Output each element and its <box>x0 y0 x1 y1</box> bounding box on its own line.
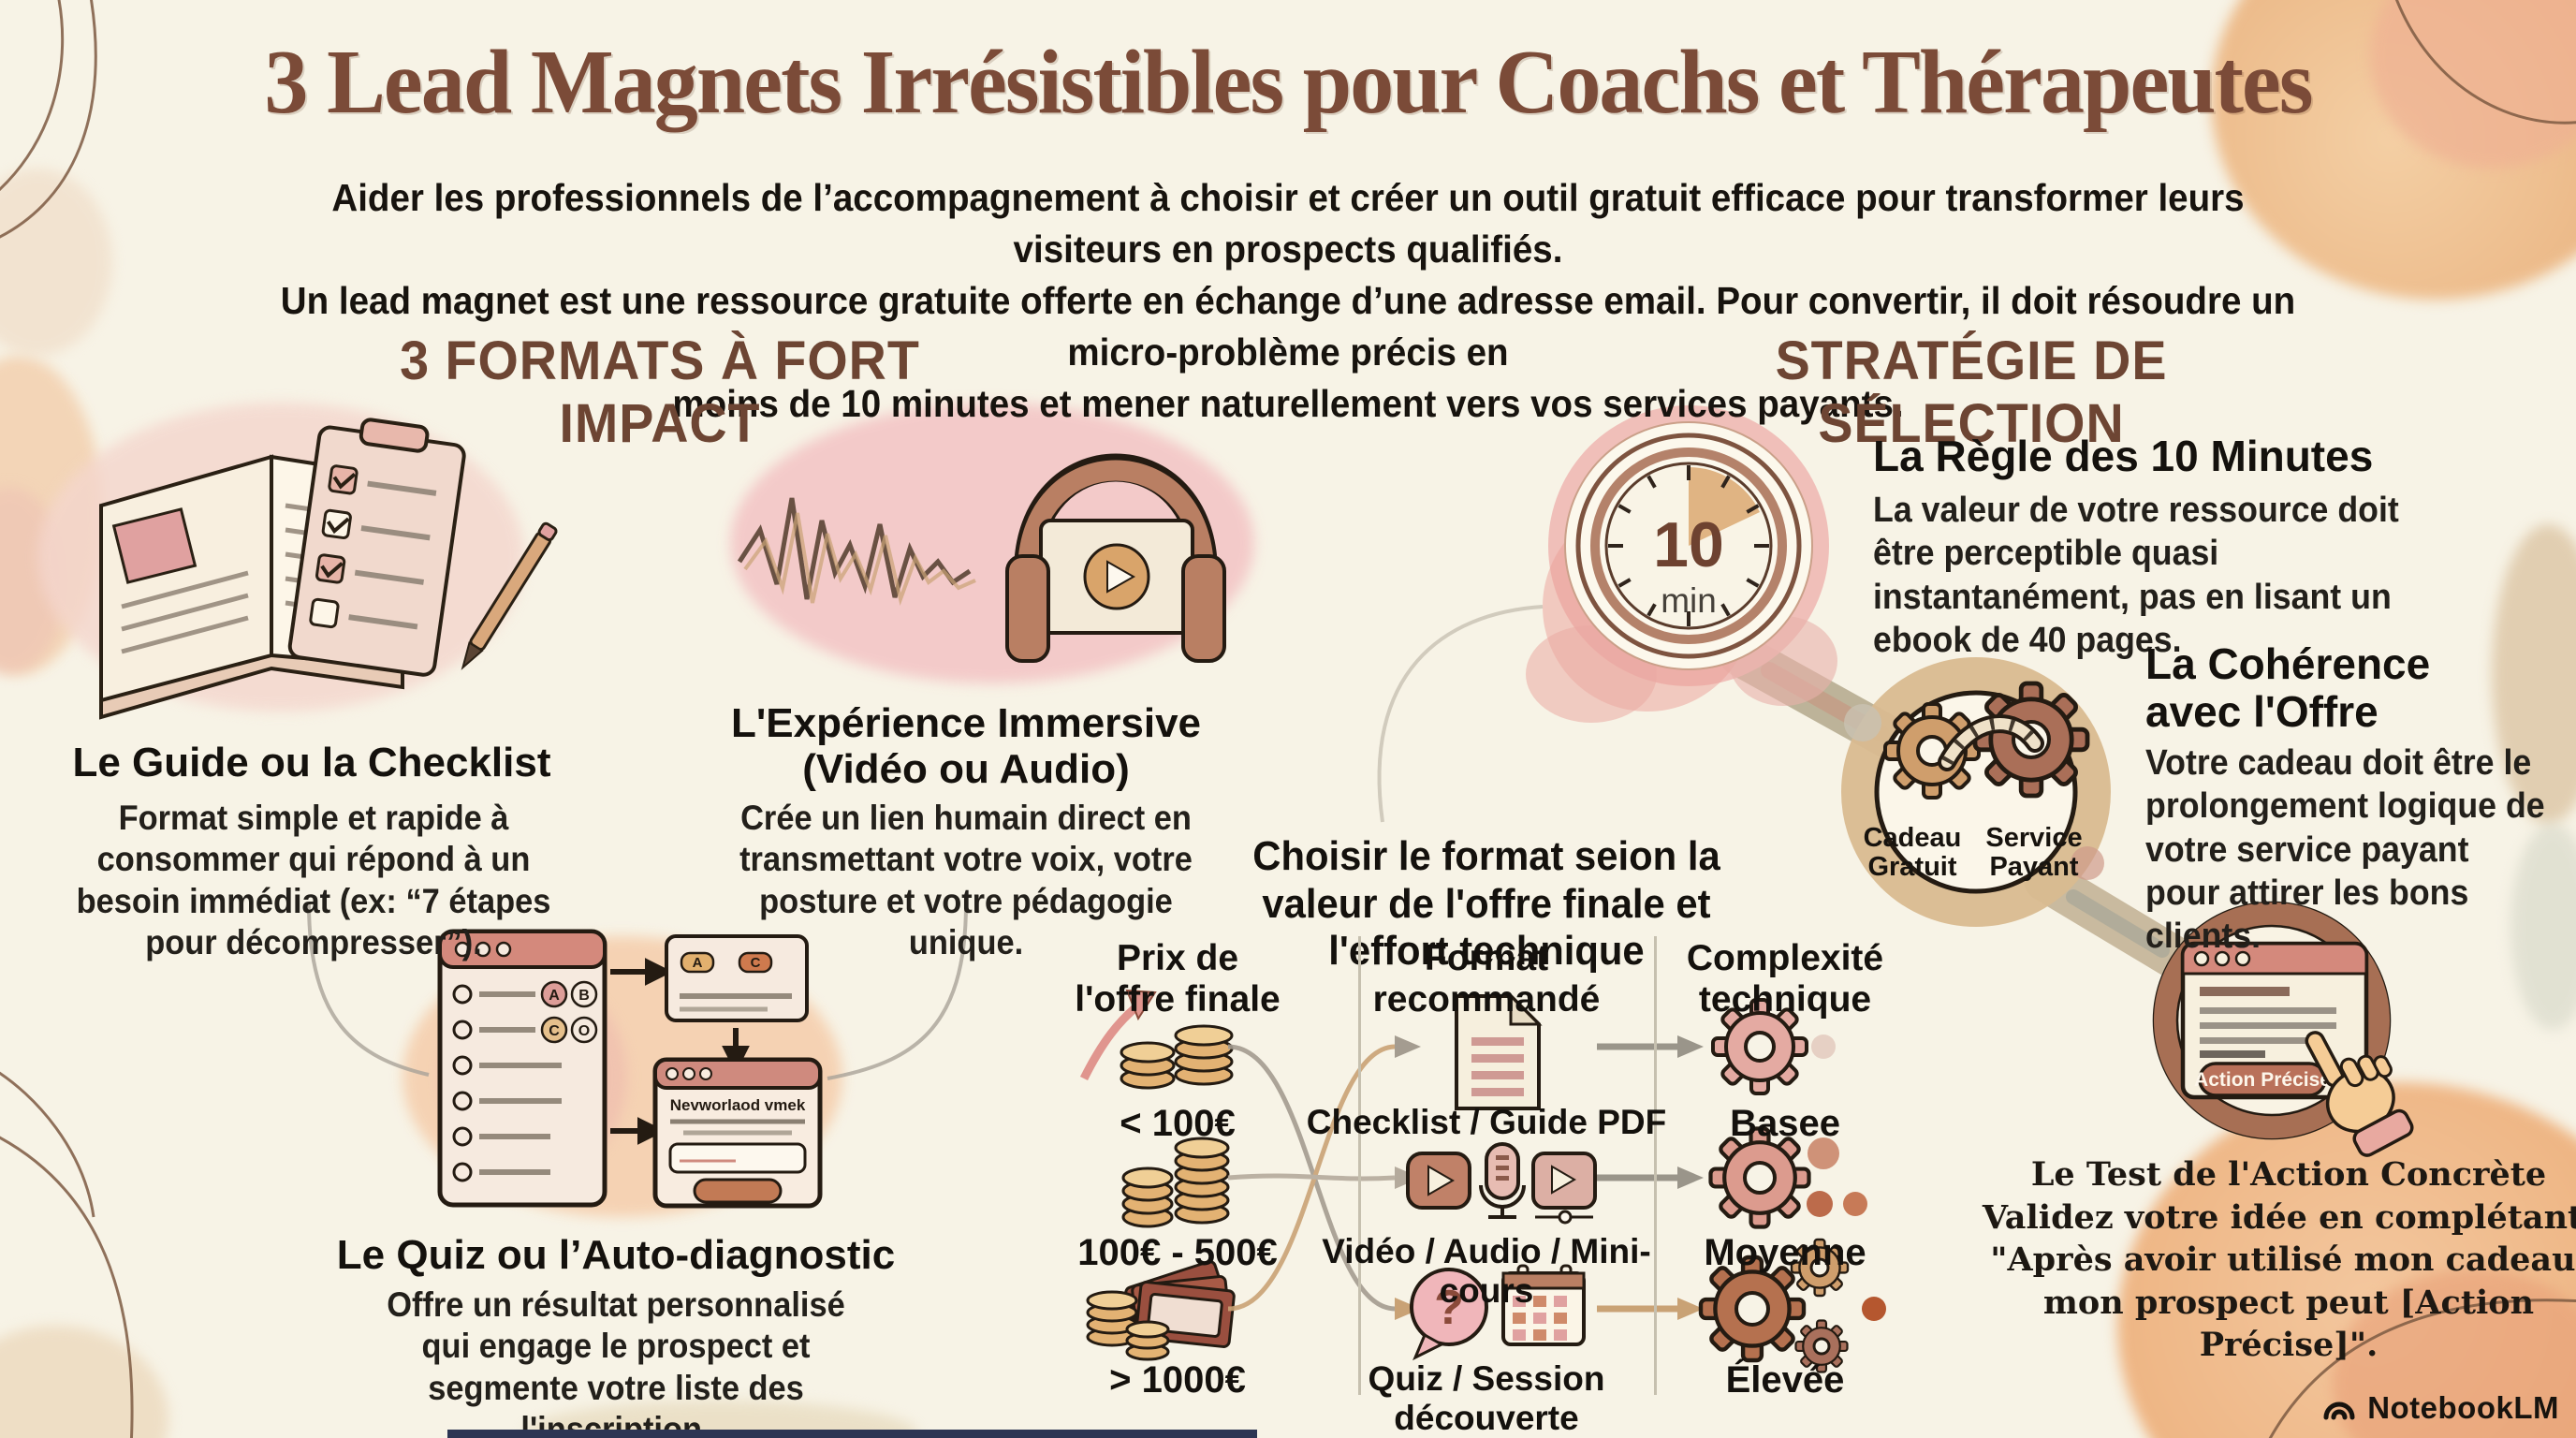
matrix-format-icon-row2 <box>1406 1142 1597 1225</box>
matrix-row2-format: Vidéo / Audio / Mini-cours <box>1322 1232 1651 1310</box>
matrix-crossing-curves <box>1227 1044 1396 1312</box>
matrix-complexity-icon-row1 <box>1711 998 1836 1095</box>
matrix-divider-2 <box>1654 936 1657 1395</box>
action-button-label: Action Précise <box>2194 1069 2331 1091</box>
rule-10min-title: La Règle des 10 Minutes <box>1873 432 2374 480</box>
matrix-row1-price: < 100€ <box>1120 1103 1236 1144</box>
timer-value: 10 <box>1653 509 1724 580</box>
strategy-section-heading: STRATÉGIE DE SÉLECTION <box>1775 330 2168 454</box>
format-guide-title: Le Guide ou la Checklist <box>72 740 551 785</box>
matrix-row3-format: Quiz / Session découverte <box>1368 1359 1605 1437</box>
pencil-icon <box>461 521 558 670</box>
matrix-row2-price: 100€ - 500€ <box>1077 1232 1278 1273</box>
rule-coherence-description: Votre cadeau doit être le prolongement l… <box>2145 743 2545 957</box>
matrix-complexity-icon-row3 <box>1701 1238 1886 1373</box>
coherence-gears-illustration <box>1841 657 2111 927</box>
matrix-arrows-right <box>1597 1035 1704 1320</box>
subtitle-line-1: Aider les professionnels de l’accompagne… <box>331 176 2245 271</box>
timer-unit: min <box>1661 581 1717 620</box>
timer-10min-illustration: 10 min <box>1526 405 1837 723</box>
matrix-row3-complexity: Élevée <box>1725 1359 1845 1401</box>
matrix-complexity-icon-row2 <box>1711 1129 1867 1227</box>
matrix-price-icon-row3 <box>1086 1260 1236 1361</box>
quiz-option-c: C <box>549 1023 560 1039</box>
matrix-divider-1 <box>1358 936 1361 1395</box>
quiz-option-a: A <box>549 988 560 1004</box>
matrix-title: Choisir le format seion la valeur de l'o… <box>1252 833 1720 975</box>
watercolor-blob-right-mid2 <box>2510 824 2576 1030</box>
matrix-row2-complexity: Moyenne <box>1704 1232 1866 1273</box>
connector-curves-left <box>307 605 1544 1080</box>
rule-action-test-description: Validez votre idée en complétant: "Après… <box>1982 1197 2576 1365</box>
watercolor-blob-right-mid <box>2492 524 2576 824</box>
svg-text:?: ? <box>1434 1281 1464 1335</box>
signup-window-title: Nevworlaod vmek <box>670 1096 806 1114</box>
bottom-navy-strip <box>447 1430 1257 1438</box>
subtitle-line-3: moins de 10 minutes et mener naturelleme… <box>672 381 1904 425</box>
page-title: 3 Lead Magnets Irrésistibles pour Coachs… <box>264 32 2313 132</box>
matrix-column-complexity: Complexité technique <box>1686 938 1884 1020</box>
rule-10min-description: La valeur de votre ressource doit être p… <box>1873 491 2399 661</box>
mini-option-a: A <box>693 955 703 971</box>
matrix-row1-format: Checklist / Guide PDF <box>1306 1103 1667 1141</box>
format-guide-description: Format simple et rapide à consommer qui … <box>76 799 551 962</box>
notebooklm-logo-icon <box>2323 1401 2355 1420</box>
matrix-format-icon-row1 <box>1455 992 1543 1110</box>
page-subtitle: Aider les professionnels de l’accompagne… <box>212 172 2364 430</box>
rule-action-test-block: Le Test de l'Action Concrète Validez vot… <box>1970 1153 2576 1367</box>
subtitle-line-2: Un lead magnet est une ressource gratuit… <box>280 278 2296 374</box>
format-immersive-description: Crée un lien humain direct en transmetta… <box>739 799 1193 962</box>
matrix-row1-complexity: Basee <box>1730 1103 1840 1144</box>
audio-video-illustration <box>737 453 1226 663</box>
quiz-option-b: B <box>578 988 590 1004</box>
quiz-illustration: A B C O A C <box>437 929 823 1209</box>
matrix-price-icon-row1 <box>1079 989 1234 1090</box>
guide-checklist-illustration <box>99 418 558 720</box>
pointer-hand-icon <box>2305 1031 2414 1157</box>
format-immersive-title: L'Expérience Immersive (Vidéo ou Audio) <box>730 700 1202 793</box>
mini-option-c: C <box>751 955 761 971</box>
gears-left-label: Cadeau Gratuit <box>1863 823 1962 883</box>
footer-brand-label: NotebookLM <box>2367 1390 2559 1425</box>
quiz-option-o: O <box>578 1023 590 1039</box>
rule-action-test-title: Le Test de l'Action Concrète <box>2030 1155 2547 1194</box>
matrix-format-icon-row3: ? <box>1410 1264 1586 1361</box>
format-quiz-title: Le Quiz ou l’Auto-diagnostic <box>336 1232 896 1278</box>
matrix-column-price: Prix de l'offre finale <box>1075 938 1281 1020</box>
footer-brand: NotebookLM <box>2320 1389 2559 1427</box>
action-test-illustration: Action Précise <box>2152 901 2414 1157</box>
matrix-column-format: Format recommandé <box>1372 938 1601 1020</box>
rule-coherence-title: La Cohérence avec l'Offre <box>2145 639 2431 736</box>
matrix-row3-price: > 1000€ <box>1109 1359 1246 1401</box>
format-quiz-description: Offre un résultat personnalisé qui engag… <box>387 1285 845 1438</box>
gears-right-label: Service Payant <box>1985 823 2083 883</box>
matrix-price-icon-row2 <box>1121 1137 1230 1228</box>
formats-section-heading: 3 FORMATS À FORT IMPACT <box>400 330 920 454</box>
waveform-icon <box>737 497 972 600</box>
